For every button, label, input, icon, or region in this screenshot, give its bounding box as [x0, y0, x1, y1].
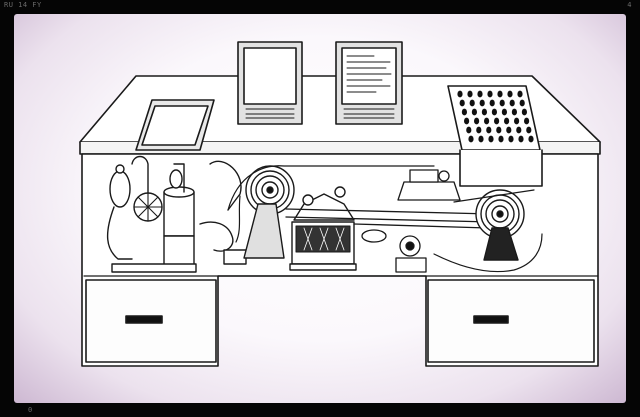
key-icon [519, 99, 525, 107]
key-icon [507, 90, 513, 98]
key-icon [509, 99, 515, 107]
key-icon [487, 90, 493, 98]
left-machinery [107, 155, 247, 273]
key-icon [464, 117, 470, 125]
key-icon [481, 108, 487, 116]
key-icon [499, 99, 505, 107]
key-icon [484, 117, 490, 125]
desk-machine-illustration [79, 41, 601, 367]
key-icon [497, 90, 503, 98]
key-icon [521, 108, 527, 116]
key-icon [494, 117, 500, 125]
key-icon [498, 135, 504, 143]
left-film-reel [243, 165, 295, 259]
key-icon [504, 117, 510, 125]
key-icon [516, 126, 522, 134]
key-icon [467, 90, 473, 98]
key-icon [469, 99, 475, 107]
key-icon [461, 108, 467, 116]
key-icon [514, 117, 520, 125]
key-icon [526, 126, 532, 134]
right-drawer [427, 279, 595, 363]
key-icon [459, 99, 465, 107]
key-icon [496, 126, 502, 134]
center-right-device [361, 169, 461, 273]
overlay-bottom-left-label: 0 [28, 406, 33, 414]
key-icon [506, 126, 512, 134]
cables [227, 165, 543, 273]
key-icon [478, 135, 484, 143]
key-grid-icon [457, 90, 534, 143]
key-icon [518, 135, 524, 143]
overlay-top-left-label: RU 14 FY [4, 1, 42, 9]
key-icon [524, 117, 530, 125]
right-film-reel [475, 189, 525, 261]
film-belt [285, 208, 493, 229]
key-icon [486, 126, 492, 134]
key-icon [511, 108, 517, 116]
key-icon [474, 117, 480, 125]
key-icon [491, 108, 497, 116]
key-icon [476, 126, 482, 134]
microfilm-table [289, 186, 357, 271]
key-icon [489, 99, 495, 107]
overlay-top-right-label: 4 [627, 1, 632, 9]
key-icon [457, 90, 463, 98]
key-icon [517, 90, 523, 98]
key-icon [501, 108, 507, 116]
key-icon [466, 126, 472, 134]
key-icon [479, 99, 485, 107]
illustration-photo [14, 14, 626, 403]
key-icon [528, 135, 534, 143]
key-icon [488, 135, 494, 143]
key-icon [508, 135, 514, 143]
key-icon [471, 108, 477, 116]
key-icon [477, 90, 483, 98]
right-drawer-handle-icon [473, 315, 509, 324]
key-icon [468, 135, 474, 143]
left-drawer-handle-icon [125, 315, 163, 324]
